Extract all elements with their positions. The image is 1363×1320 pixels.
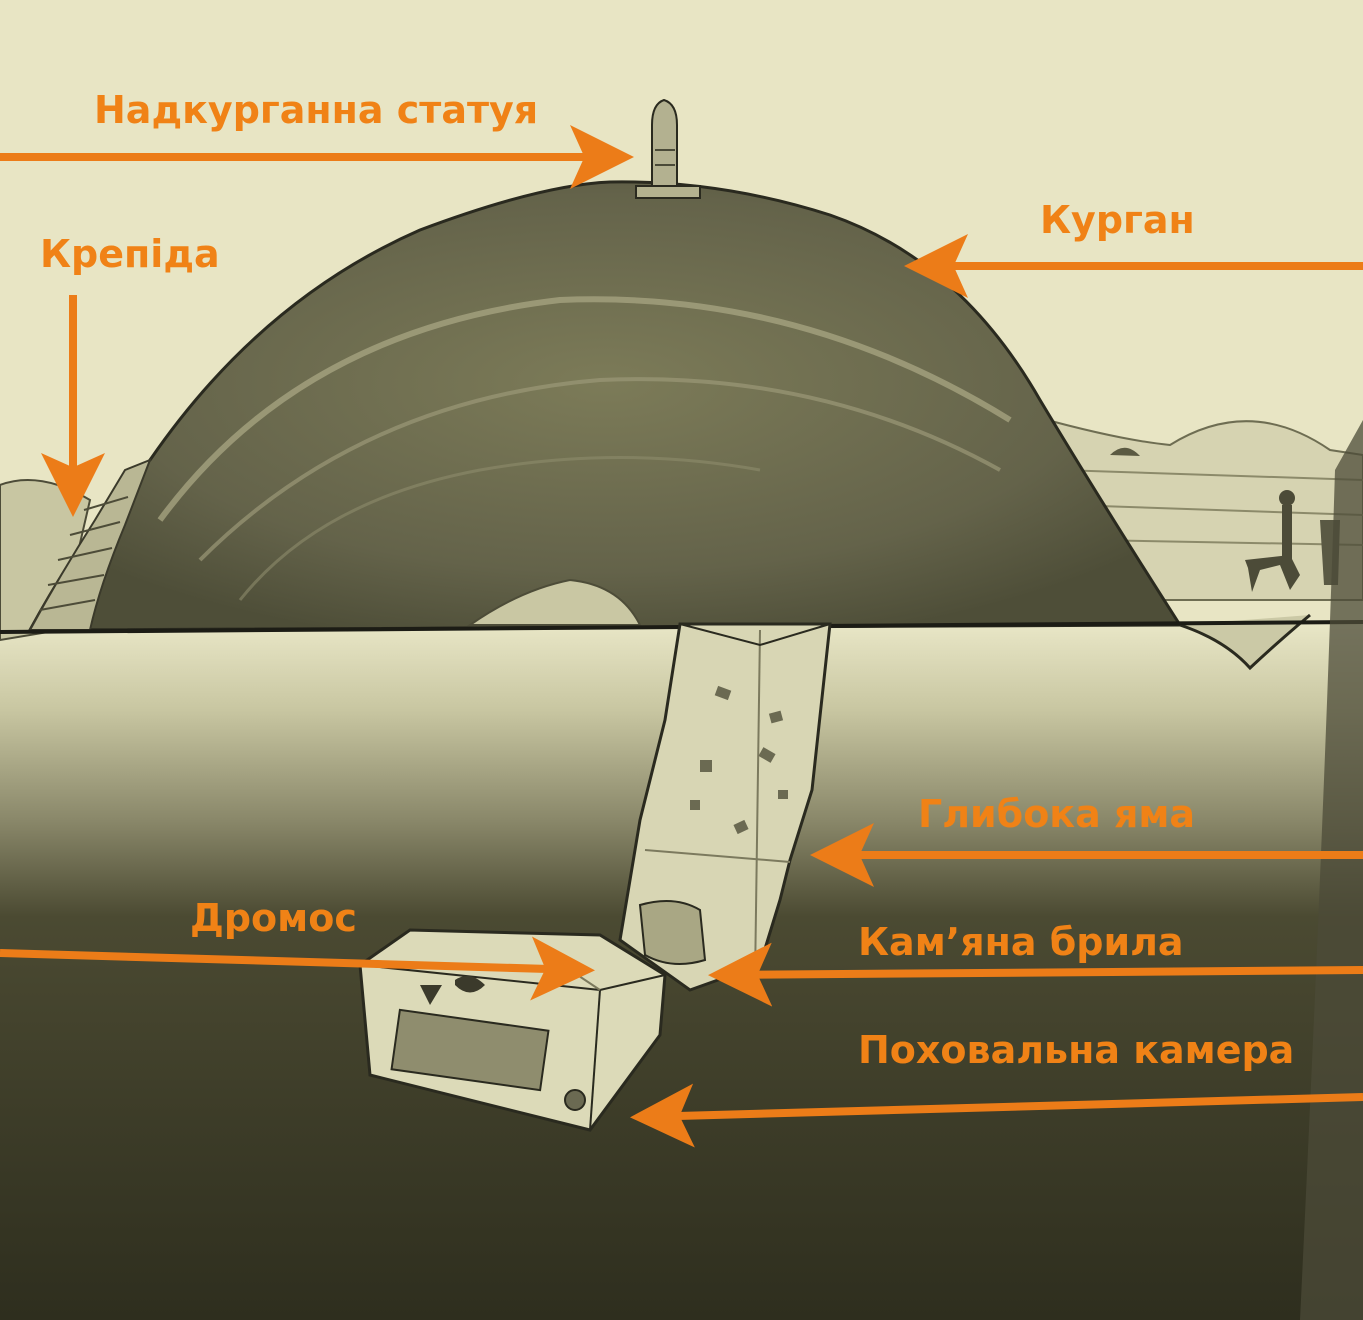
label-statue: Надкурганна статуя: [94, 88, 538, 132]
label-deep-pit: Глибока яма: [918, 792, 1195, 836]
label-stone-boulder: Кам’яна брила: [858, 920, 1184, 964]
stone-boulder-arrow: [720, 970, 1363, 975]
label-dromos: Дромос: [190, 896, 357, 940]
label-burial-chamber: Поховальна камера: [858, 1028, 1294, 1072]
label-krepida: Крепіда: [40, 232, 220, 276]
label-kurgan: Курган: [1040, 198, 1195, 242]
